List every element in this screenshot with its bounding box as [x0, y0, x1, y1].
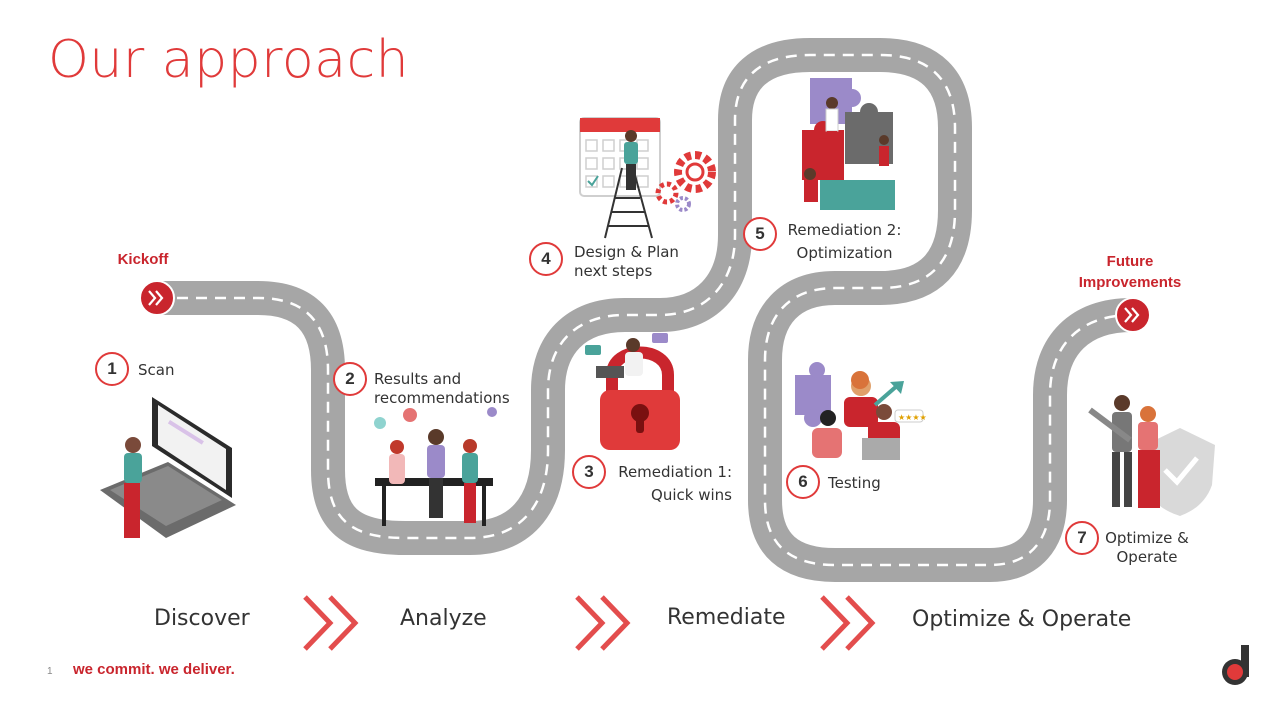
chevron-arrow-icon [575, 595, 631, 651]
kickoff-label: Kickoff [117, 251, 169, 268]
step-label-4: Design & Plan next steps [574, 243, 679, 281]
page-number: 1 [47, 666, 53, 677]
company-logo-icon [1222, 645, 1249, 685]
step-number-5: 5 [743, 217, 777, 251]
chevron-arrow-icon [303, 595, 359, 651]
step-label-7: Optimize & Operate [1102, 529, 1192, 567]
step-4-line2: next steps [574, 262, 653, 280]
step-label-5: Remediation 2: Optimization [782, 221, 907, 263]
winding-road [158, 38, 1133, 582]
step-number-6: 6 [786, 465, 820, 499]
step-7-line2: Operate [1116, 548, 1178, 566]
step-2-line1: Results and [374, 370, 462, 388]
footer-slogan: we commit. we deliver. [73, 661, 235, 678]
step-4-line1: Design & Plan [574, 243, 679, 261]
phase-remediate: Remediate [667, 605, 786, 630]
future-marker-icon [1115, 297, 1151, 333]
step-label-2: Results and recommendations [374, 370, 510, 408]
step-number-2: 2 [333, 362, 367, 396]
step-6-line1: Testing [828, 474, 881, 492]
step-label-1: Scan [138, 361, 174, 380]
future-label-line2: Improvements [1078, 274, 1182, 291]
puzzle-optimization-illustration-icon [802, 78, 895, 210]
step-3-line2: Quick wins [651, 486, 732, 504]
phase-discover: Discover [154, 606, 250, 631]
step-7-line1: Optimize & [1105, 529, 1189, 547]
chevron-arrow-icon [820, 595, 876, 651]
testing-team-illustration-icon: ★★★★ [795, 362, 927, 460]
step-1-line1: Scan [138, 361, 175, 379]
team-meeting-illustration-icon [374, 407, 497, 526]
step-number-4: 4 [529, 242, 563, 276]
future-label-line1: Future [1106, 253, 1154, 270]
phase-analyze: Analyze [400, 606, 487, 631]
future-improvements-label: Future Improvements [1060, 251, 1200, 293]
step-label-6: Testing [828, 474, 881, 493]
step-number-1: 1 [95, 352, 129, 386]
kickoff-marker-icon [139, 280, 175, 316]
phase-optimize-operate: Optimize & Operate [912, 607, 1132, 632]
laptop-scan-illustration-icon [100, 397, 236, 538]
shield-security-illustration-icon [1088, 395, 1215, 516]
step-5-line1: Remediation 2: [787, 221, 902, 239]
step-2-line2: recommendations [374, 389, 510, 407]
step-5-line2: Optimization [796, 244, 893, 262]
calendar-planning-illustration-icon [579, 117, 716, 239]
padlock-illustration-icon [585, 333, 680, 450]
step-3-line1: Remediation 1: [618, 463, 732, 481]
page-title: Our approach [48, 30, 410, 90]
step-number-3: 3 [572, 455, 606, 489]
step-number-7: 7 [1065, 521, 1099, 555]
svg-text:★★★★: ★★★★ [898, 413, 927, 422]
step-label-3: Remediation 1: Quick wins [612, 463, 732, 505]
